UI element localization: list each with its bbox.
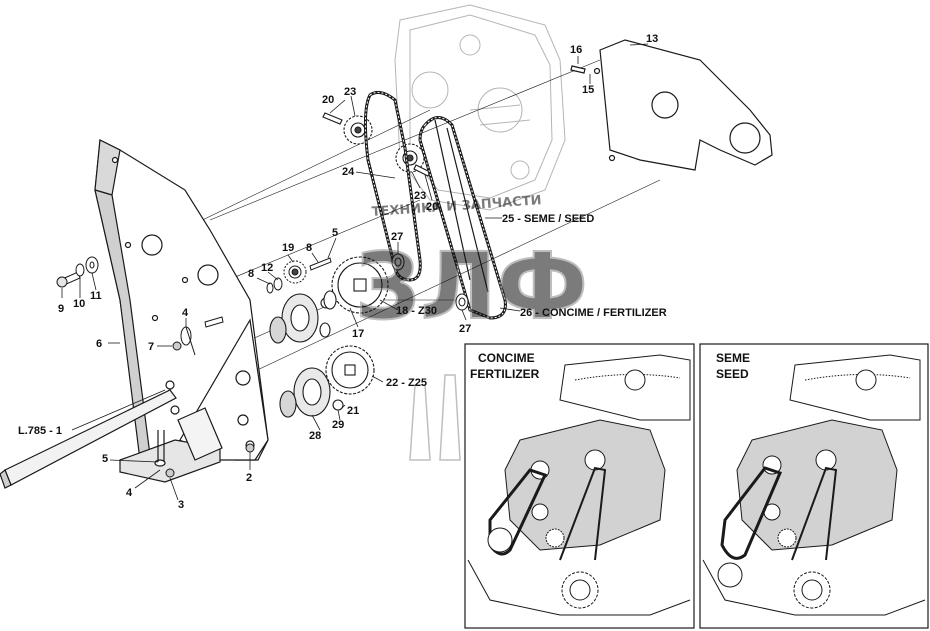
callout-6: 6 <box>96 338 102 350</box>
callout-7: 7 <box>148 341 154 353</box>
pin-clip-group <box>165 316 255 478</box>
callout-27b: 27 <box>459 323 471 335</box>
callout-13: 13 <box>646 33 658 45</box>
leader-lines <box>61 43 649 501</box>
watermark-letters: ЗЛФ <box>355 233 588 340</box>
base-bracket <box>119 407 223 483</box>
callout-25: 25 - SEME / SEED <box>502 213 594 225</box>
callout-4b: 4 <box>126 487 133 499</box>
callout-5a: 5 <box>332 227 338 239</box>
bolt-washer-group <box>56 256 99 288</box>
panel-fertilizer-title-2: FERTILIZER <box>470 367 540 381</box>
upper-sprockets-23 <box>322 112 431 177</box>
callout-16: 16 <box>570 44 582 56</box>
gearbox-housing <box>394 4 566 211</box>
callout-17: 17 <box>352 328 364 340</box>
callout-21: 21 <box>347 405 359 417</box>
callout-8b: 8 <box>306 242 312 254</box>
callout-5b: 5 <box>102 453 108 465</box>
callout-20a: 20 <box>322 94 334 106</box>
main-shaft <box>0 389 177 489</box>
bearing-flanges <box>269 293 344 418</box>
sprocket-22-z25 <box>325 345 375 395</box>
callout-18: 18 - Z30 <box>396 305 437 317</box>
callout-1: L.785 - 1 <box>18 425 62 437</box>
callout-11: 11 <box>90 290 102 302</box>
panel-seed-title-2: SEED <box>716 367 749 381</box>
callout-23a: 23 <box>344 86 356 98</box>
panel-fertilizer: CONCIME FERTILIZER <box>464 343 695 629</box>
callout-23b: 23 <box>414 190 426 202</box>
callout-12: 12 <box>261 262 273 274</box>
callout-labels: L.785 - 1 2 3 4 4 5 5 6 7 8 8 9 10 11 12… <box>18 33 667 511</box>
callout-4a: 4 <box>182 307 189 319</box>
callout-22: 22 - Z25 <box>386 377 427 389</box>
callout-24: 24 <box>342 166 355 178</box>
callout-15: 15 <box>582 84 594 96</box>
assembly-guide-lines <box>129 59 661 391</box>
watermark: ТЕХНИКА И ЗАПЧАСТИ ЗЛФ <box>354 193 589 461</box>
callout-27a: 27 <box>391 231 403 243</box>
collars-27 <box>391 253 469 311</box>
callout-2: 2 <box>246 472 252 484</box>
callout-3: 3 <box>178 499 184 511</box>
callout-20b: 20 <box>426 201 438 213</box>
panel-seed-title-1: SEME <box>716 351 750 365</box>
sprocket-18-z30 <box>323 256 389 314</box>
callout-19: 19 <box>282 242 294 254</box>
callout-10: 10 <box>73 298 85 310</box>
bracket-13 <box>570 39 773 171</box>
callout-9: 9 <box>58 303 64 315</box>
drive-chains <box>363 90 507 320</box>
callout-26: 26 - CONCIME / FERTILIZER <box>520 307 667 319</box>
callout-8a: 8 <box>248 268 254 280</box>
callout-29: 29 <box>332 419 344 431</box>
sprocket-19 <box>266 257 332 294</box>
panel-fertilizer-title-1: CONCIME <box>478 351 535 365</box>
panel-seed: SEME SEED <box>699 343 929 629</box>
callout-28: 28 <box>309 430 321 442</box>
